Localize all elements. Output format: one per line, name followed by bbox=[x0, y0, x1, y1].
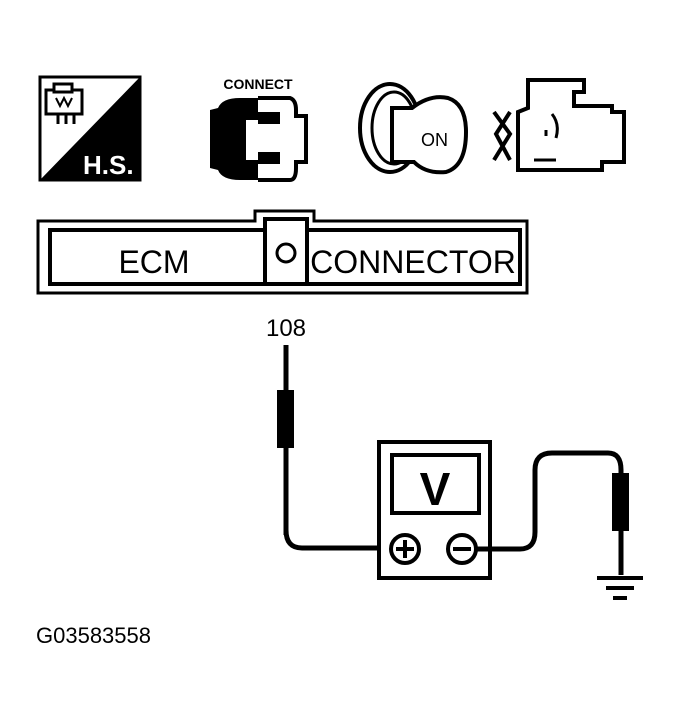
ground-icon bbox=[597, 576, 643, 600]
ignition-key-icon: ON bbox=[358, 82, 469, 175]
voltmeter: V bbox=[377, 440, 492, 580]
positive-probe bbox=[277, 345, 380, 551]
svg-text:H.S.: H.S. bbox=[83, 150, 134, 180]
svg-text:CONNECT: CONNECT bbox=[223, 76, 293, 92]
svg-text:ECM: ECM bbox=[118, 244, 189, 280]
connect-icon: CONNECT bbox=[210, 76, 308, 182]
svg-text:V: V bbox=[420, 463, 451, 515]
negative-lead bbox=[476, 450, 629, 575]
ecm-connector: ECM CONNECTOR 108 bbox=[36, 209, 529, 342]
figure-id: G03583558 bbox=[36, 623, 151, 648]
svg-text:ON: ON bbox=[421, 130, 448, 150]
svg-text:CONNECTOR: CONNECTOR bbox=[310, 244, 516, 280]
terminal-number: 108 bbox=[266, 315, 306, 342]
engine-off-icon bbox=[492, 78, 626, 172]
hs-icon: H.S. bbox=[38, 75, 142, 182]
